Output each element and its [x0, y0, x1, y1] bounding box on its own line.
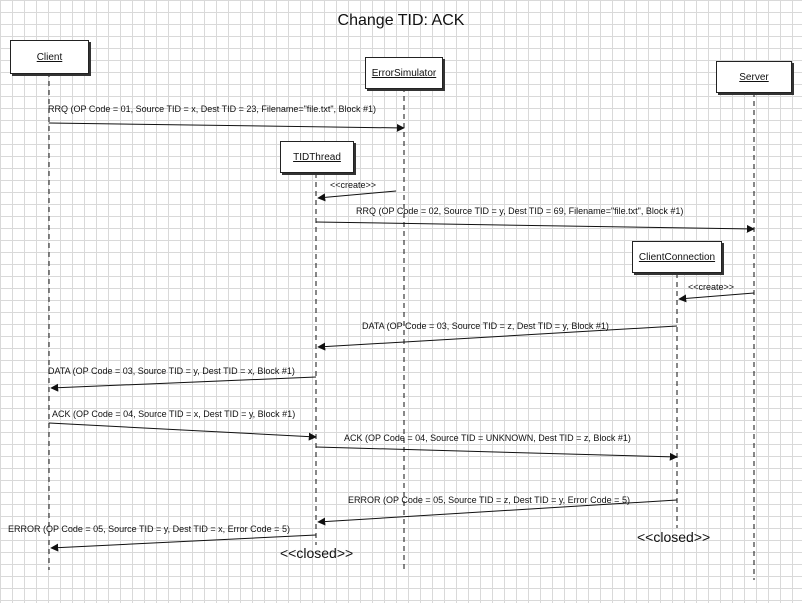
- msg-ack-tidthread-to-cc: [315, 446, 678, 461]
- diagram-title: Change TID: ACK: [337, 12, 465, 29]
- msg-data-tidthread-to-client: [50, 376, 317, 392]
- participant-server: Server: [716, 61, 792, 93]
- msg-label-ack-1: ACK (OP Code = 04, Source TID = x, Dest …: [52, 409, 296, 419]
- msg-label-data-2: DATA (OP Code = 03, Source TID = y, Dest…: [48, 366, 295, 376]
- participant-client: Client: [10, 40, 89, 74]
- participant-tid-thread: TIDThread: [280, 141, 354, 173]
- msg-label-create-2: <<create>>: [688, 282, 735, 292]
- msg-rrq-client-to-errsim: [48, 122, 405, 132]
- msg-create-tidthread: [317, 190, 397, 202]
- msg-rrq-tidthread-to-server: [315, 221, 755, 233]
- client-connection-closed-label: <<closed>>: [637, 529, 711, 545]
- msg-ack-client-to-tidthread: [48, 422, 317, 441]
- msg-label-create-1: <<create>>: [330, 180, 377, 190]
- msg-error-cc-to-tidthread: [317, 499, 678, 526]
- msg-create-clientconnection: [678, 292, 755, 303]
- msg-label-ack-2: ACK (OP Code = 04, Source TID = UNKNOWN,…: [344, 433, 631, 443]
- msg-label-error-2: ERROR (OP Code = 05, Source TID = y, Des…: [8, 524, 290, 534]
- msg-label-rrq-2: RRQ (OP Code = 02, Source TID = y, Dest …: [356, 206, 684, 216]
- msg-error-tidthread-to-client: [50, 534, 317, 552]
- msg-data-cc-to-tidthread: [317, 325, 678, 351]
- msg-label-rrq-1: RRQ (OP Code = 01, Source TID = x, Dest …: [48, 104, 377, 114]
- participant-error-simulator: ErrorSimulator: [365, 57, 443, 89]
- participant-client-connection: ClientConnection: [632, 241, 722, 273]
- msg-label-error-1: ERROR (OP Code = 05, Source TID = z, Des…: [348, 495, 630, 505]
- msg-label-data-1: DATA (OP Code = 03, Source TID = z, Dest…: [362, 321, 609, 331]
- tid-thread-closed-label: <<closed>>: [280, 545, 354, 561]
